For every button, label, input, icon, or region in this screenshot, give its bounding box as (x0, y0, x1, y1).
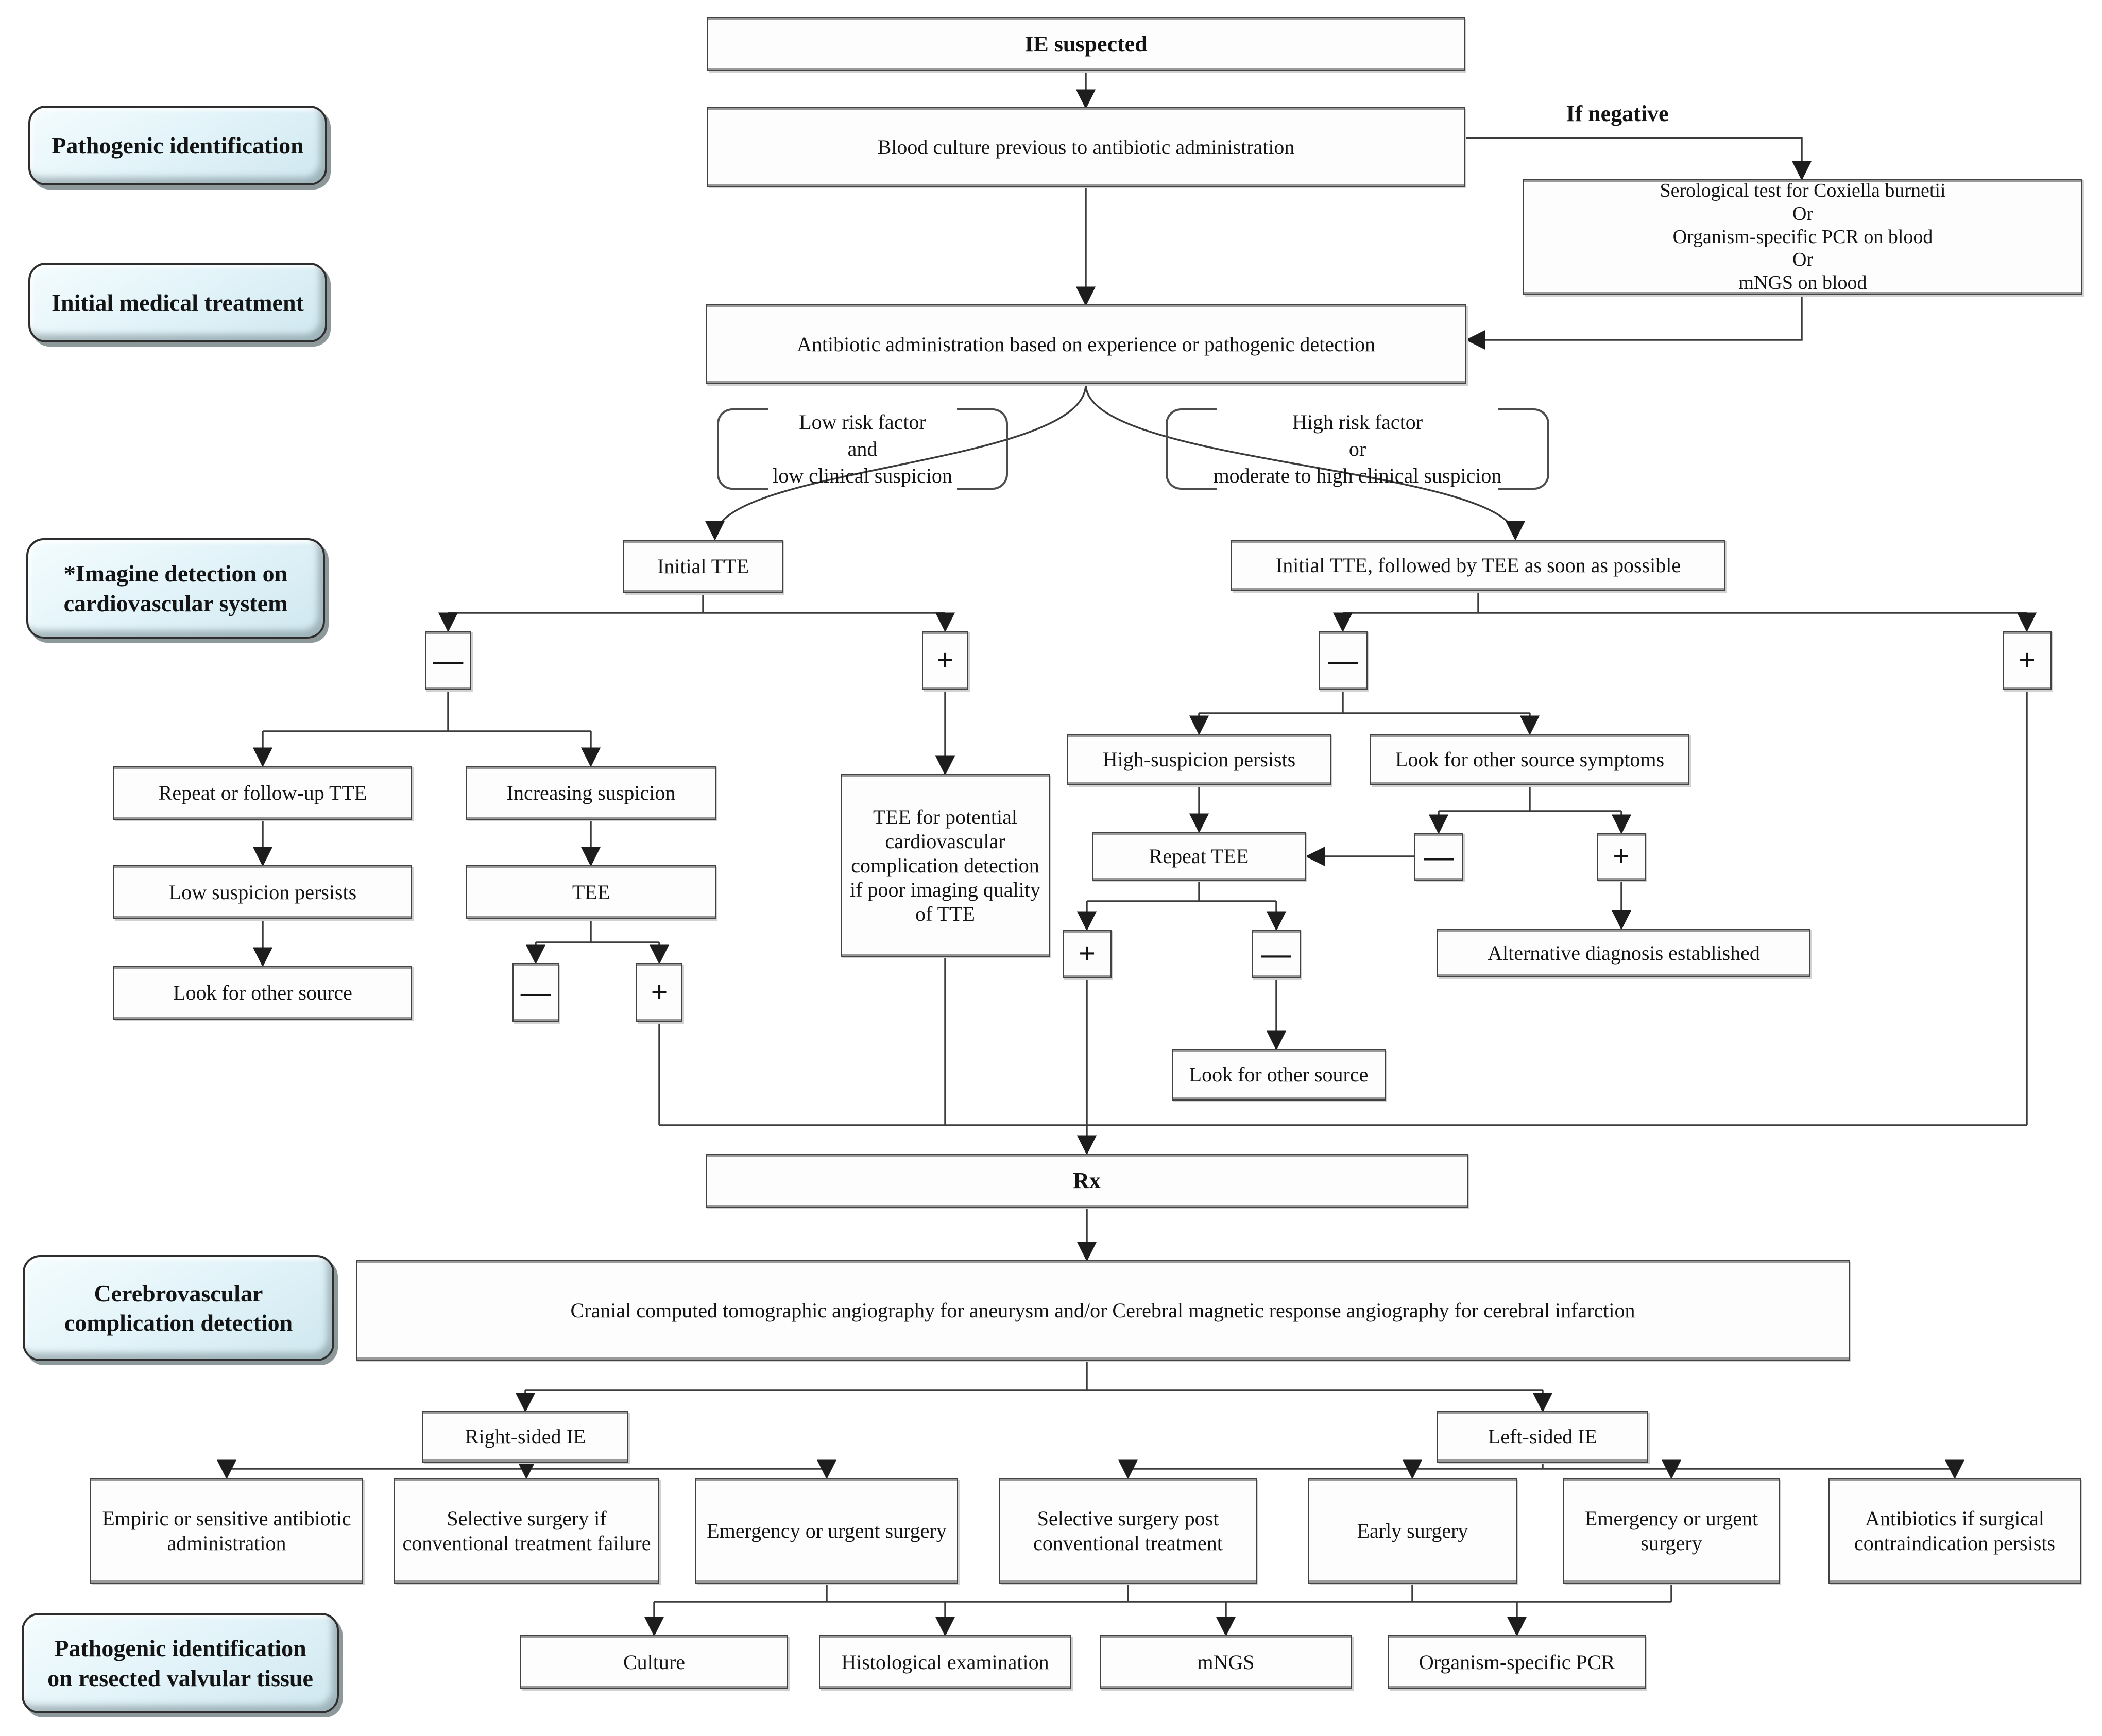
node-look-other-source-left: Look for other source (113, 966, 412, 1020)
node-tee-potential-complication: TEE for potential cardiovascular complic… (841, 774, 1050, 957)
node-rx: Rx (706, 1154, 1468, 1208)
node-selective-surgery-post: Selective surgery post conventional trea… (999, 1478, 1257, 1584)
node-culture: Culture (520, 1635, 788, 1689)
node-left-sided-ie: Left-sided IE (1437, 1411, 1648, 1463)
node-histological-examination: Histological examination (819, 1635, 1071, 1689)
side-label-cerebrovascular: Cerebrovascular complication detection (23, 1255, 334, 1361)
bracket-left-icon (717, 408, 768, 490)
node-alternative-diagnosis: Alternative diagnosis established (1437, 929, 1810, 977)
sign-plus-initial-tte: + (922, 631, 968, 690)
node-emergency-surgery-right: Emergency or urgent surgery (695, 1478, 958, 1584)
sign-plus-other-symptoms: + (1597, 833, 1646, 881)
node-initial-tte-tee: Initial TTE, followed by TEE as soon as … (1231, 540, 1725, 591)
side-label-pathogenic-identification: Pathogenic identification (28, 106, 327, 185)
node-low-suspicion-persists: Low suspicion persists (113, 865, 412, 919)
node-blood-culture: Blood culture previous to antibiotic adm… (707, 107, 1465, 187)
node-antibiotic-administration: Antibiotic administration based on exper… (706, 304, 1466, 384)
node-early-surgery: Early surgery (1308, 1478, 1517, 1584)
node-emergency-surgery-left: Emergency or urgent surgery (1563, 1478, 1780, 1584)
node-initial-tte: Initial TTE (623, 540, 783, 593)
side-label-initial-medical-treatment: Initial medical treatment (28, 263, 327, 342)
branch-label-high-risk: High risk factor or moderate to high cli… (1166, 408, 1549, 490)
node-right-sided-ie: Right-sided IE (422, 1411, 628, 1463)
sign-plus-repeat-tee: + (1063, 930, 1112, 978)
sign-minus-initial-tte: — (425, 631, 471, 690)
side-label-imagine-detection: *Imagine detection on cardiovascular sys… (26, 538, 325, 639)
node-ie-suspected: IE suspected (707, 17, 1465, 71)
sign-minus-other-symptoms: — (1414, 833, 1463, 881)
sign-minus-repeat-tee: — (1252, 930, 1301, 978)
bracket-right-icon (957, 408, 1008, 490)
sign-plus-tee: + (636, 963, 682, 1022)
node-tee: TEE (466, 865, 716, 919)
node-high-suspicion-persists: High-suspicion persists (1067, 734, 1331, 785)
node-look-other-symptoms: Look for other source symptoms (1370, 734, 1689, 785)
sign-minus-tee: — (512, 963, 559, 1022)
branch-label-low-risk-text: Low risk factor and low clinical suspici… (773, 410, 952, 487)
node-organism-specific-pcr: Organism-specific PCR (1388, 1635, 1646, 1689)
node-empiric-antibiotic: Empiric or sensitive antibiotic administ… (90, 1478, 363, 1584)
sign-minus-tte-tee: — (1319, 631, 1368, 690)
bracket-left-icon (1166, 408, 1217, 490)
node-selective-surgery-failure: Selective surgery if conventional treatm… (394, 1478, 659, 1584)
if-negative-label: If negative (1566, 101, 1669, 126)
node-cranial-angiography: Cranial computed tomographic angiography… (356, 1260, 1850, 1361)
node-repeat-tee: Repeat TEE (1092, 832, 1306, 881)
sign-plus-tte-tee: + (2003, 631, 2052, 690)
bracket-right-icon (1498, 408, 1549, 490)
node-serology-tests: Serological test for Coxiella burnetii O… (1523, 179, 2082, 295)
node-repeat-followup-tte: Repeat or follow-up TTE (113, 766, 412, 820)
side-label-pathogenic-resected: Pathogenic identification on resected va… (22, 1613, 339, 1713)
node-mngs: mNGS (1100, 1635, 1352, 1689)
branch-label-high-risk-text: High risk factor or moderate to high cli… (1213, 410, 1502, 487)
node-increasing-suspicion: Increasing suspicion (466, 766, 716, 820)
node-antibiotics-contraindication: Antibiotics if surgical contraindication… (1828, 1478, 2081, 1584)
node-look-other-source-right: Look for other source (1172, 1049, 1386, 1101)
branch-label-low-risk: Low risk factor and low clinical suspici… (717, 408, 1008, 490)
